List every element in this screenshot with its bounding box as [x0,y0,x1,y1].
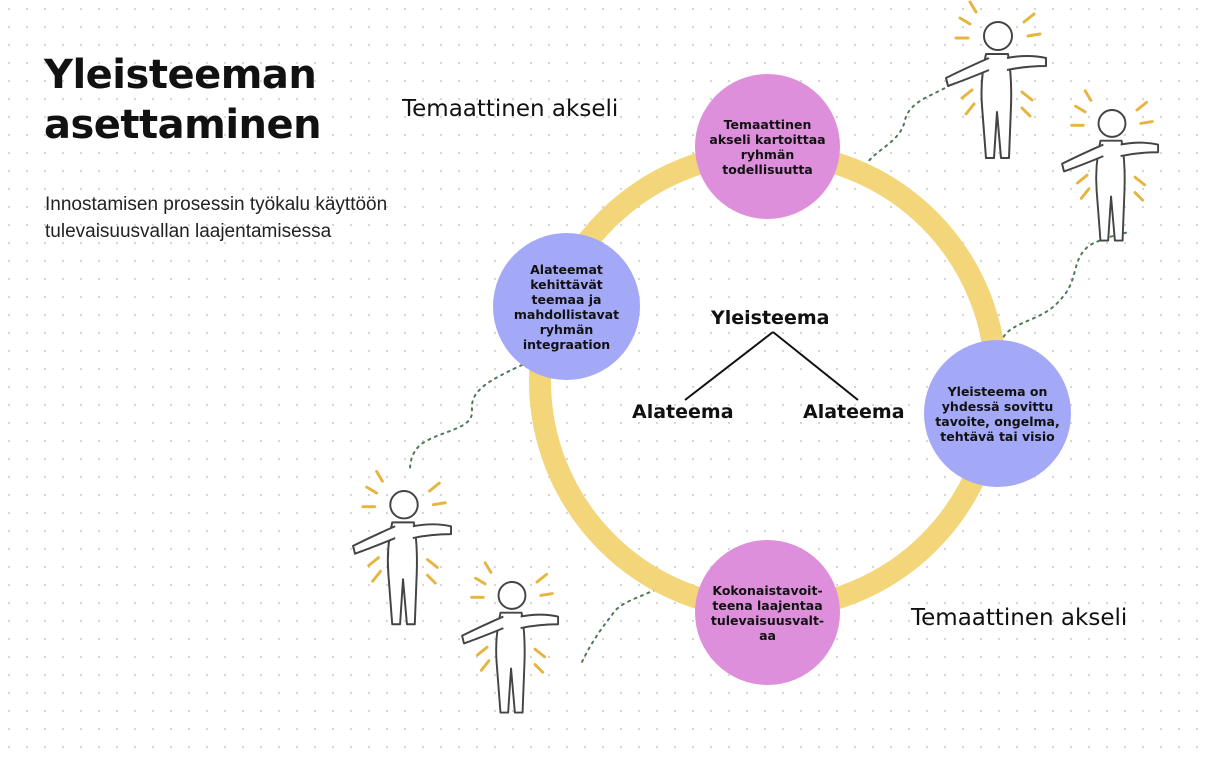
node-right: Yleisteema on yhdessä sovittu tavoite, o… [924,340,1071,487]
page-title: Yleisteeman asettaminen [44,50,322,150]
waving-person-icon [944,0,1048,160]
tree-root-label: Yleisteema [711,307,830,329]
axis-label-top: Temaattinen akseli [402,96,619,122]
axis-label-bottom: Temaattinen akseli [911,605,1128,631]
waving-person-icon [1060,89,1160,243]
dotted-path-bottom [581,582,669,663]
node-bottom-text: Kokonaistavoit-teena laajentaa tulevaisu… [710,582,825,643]
subtitle: Innostamisen prosessin työkalu käyttöön … [45,194,388,242]
node-left-text: Alateemat kehittävät teemaa ja mahdollis… [513,261,620,352]
node-bottom: Kokonaistavoit-teena laajentaa tulevaisu… [695,540,840,685]
title-line-1: Yleisteeman [44,52,317,98]
node-right-text: Yleisteema on yhdessä sovittu tavoite, o… [935,383,1060,444]
waving-person-icon [460,561,560,714]
node-top-text: Temaattinen akseli kartoittaa ryhmän tod… [709,116,826,177]
dotted-path-right [999,231,1129,351]
tree-right-label: Alateema [803,401,905,423]
tree-left-label: Alateema [632,401,734,423]
dotted-path-left [409,364,523,473]
title-line-2: asettaminen [44,102,322,148]
node-left: Alateemat kehittävät teemaa ja mahdollis… [493,233,640,380]
dotted-path-top [861,84,951,173]
waving-person-icon [351,469,453,626]
node-top: Temaattinen akseli kartoittaa ryhmän tod… [695,74,840,219]
